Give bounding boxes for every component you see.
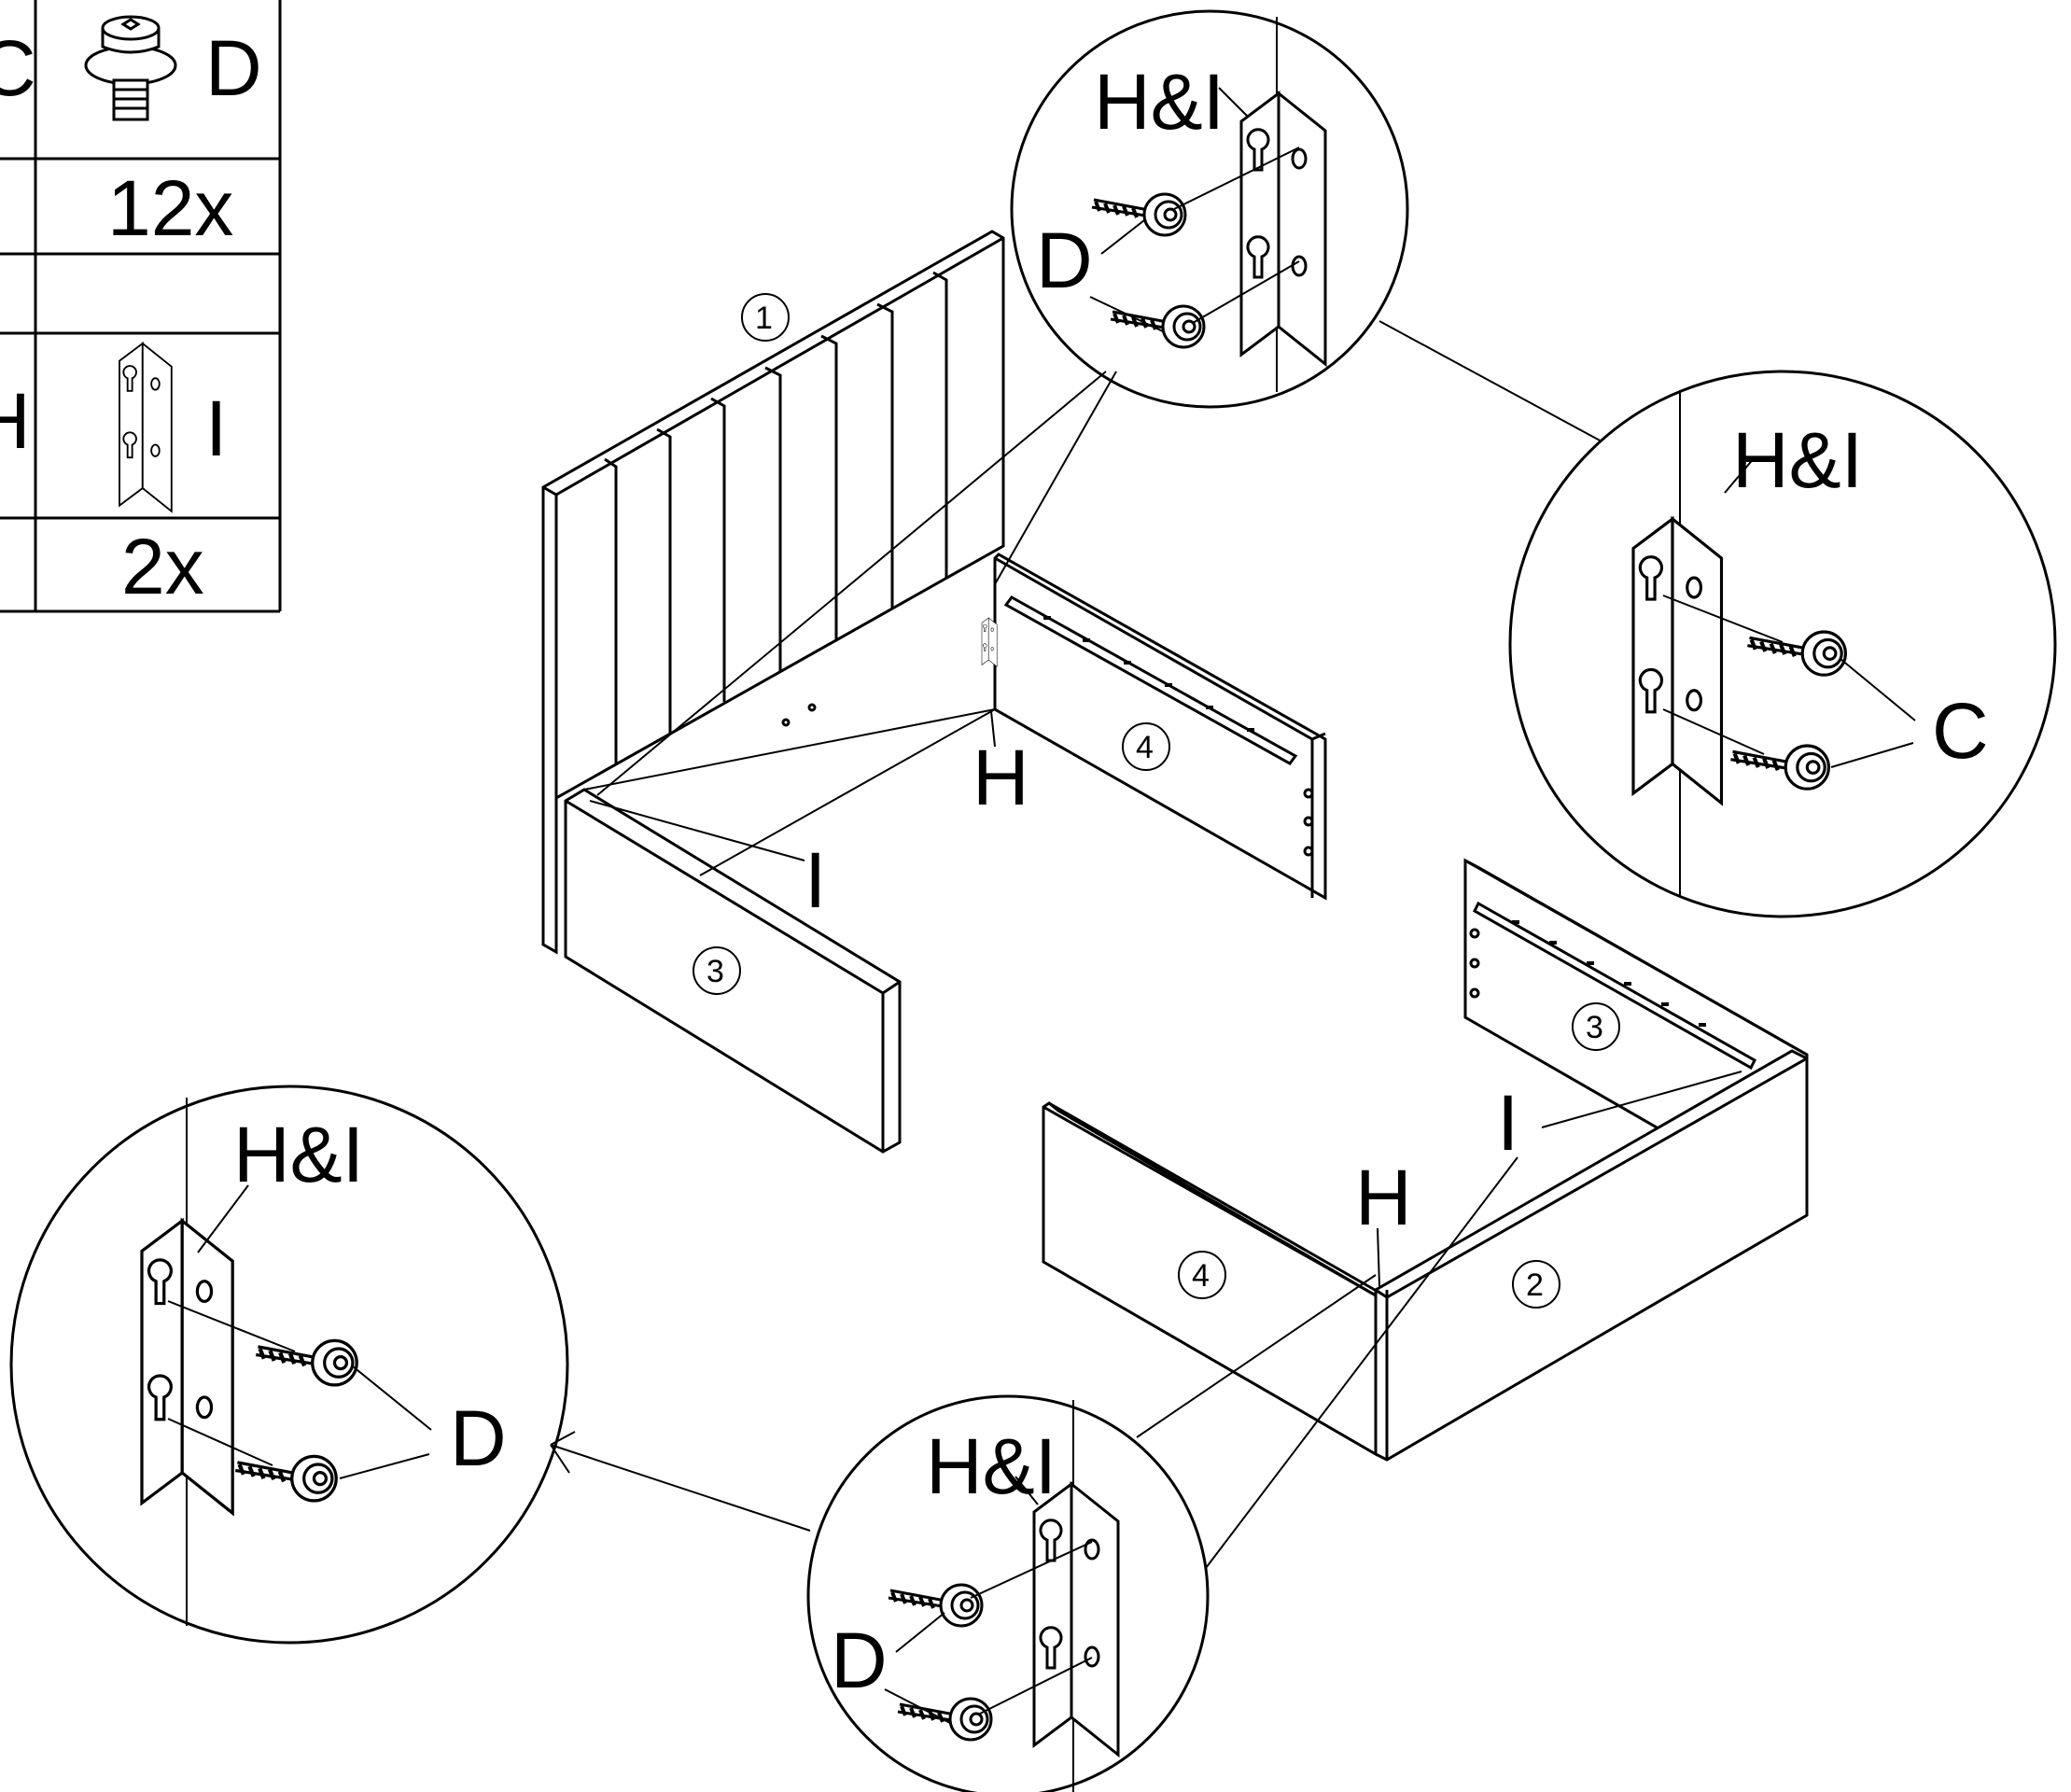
label-d-bottom: D: [831, 1617, 888, 1704]
bracket-i-icon: [119, 343, 173, 512]
footboard-assembly: [1042, 858, 1809, 1462]
label-d-left: D: [450, 1394, 507, 1482]
svg-text:4: 4: [1136, 730, 1154, 765]
panel-number-headboard: 1: [741, 293, 790, 342]
label-c-right: C: [1932, 687, 1989, 775]
part-h-letter: H: [0, 377, 31, 465]
detail-circle-bottom: [806, 1394, 1210, 1792]
footboard-panel: [1374, 1049, 1809, 1462]
svg-text:4: 4: [1192, 1258, 1210, 1294]
panel-number-footboard: 2: [1512, 1260, 1560, 1309]
detail-circle-top: [1010, 9, 1409, 409]
svg-text:1: 1: [755, 301, 773, 336]
label-h-headboard: H: [973, 734, 1029, 821]
label-hi-top: H&I: [1094, 58, 1224, 146]
label-i-footboard: I: [1497, 1079, 1518, 1167]
svg-text:3: 3: [1586, 1010, 1603, 1045]
detail-circle-left: [9, 1085, 569, 1645]
label-hi-bottom: H&I: [926, 1422, 1056, 1510]
parts-table: [0, 0, 282, 613]
svg-text:2: 2: [1526, 1267, 1544, 1303]
label-h-footboard: H: [1355, 1154, 1412, 1241]
panel-number-side-right: 3: [1572, 1002, 1620, 1051]
svg-text:3: 3: [707, 954, 724, 989]
bolt-d-icon: [84, 15, 177, 121]
bracket-h-small: [981, 617, 998, 667]
detail-circle-right: [1508, 370, 2057, 918]
label-i-headboard: I: [805, 836, 826, 924]
part-i-quantity: 2x: [121, 523, 204, 610]
label-hi-right: H&I: [1732, 416, 1863, 504]
panel-number-side-left: 3: [693, 946, 741, 995]
label-hi-left: H&I: [233, 1111, 364, 1198]
arrow-to-left-detail: [550, 1444, 811, 1532]
part-c-letter: C: [0, 24, 36, 112]
panel-number-side-back: 4: [1122, 722, 1170, 771]
part-d-quantity: 12x: [107, 164, 233, 252]
headboard-slats: [604, 271, 948, 765]
panel-number-side-front: 4: [1178, 1251, 1226, 1299]
side-rail-4-back: [993, 553, 1327, 901]
label-d-top: D: [1036, 217, 1093, 304]
part-i-letter: I: [205, 385, 227, 472]
part-d-letter: D: [205, 24, 262, 112]
